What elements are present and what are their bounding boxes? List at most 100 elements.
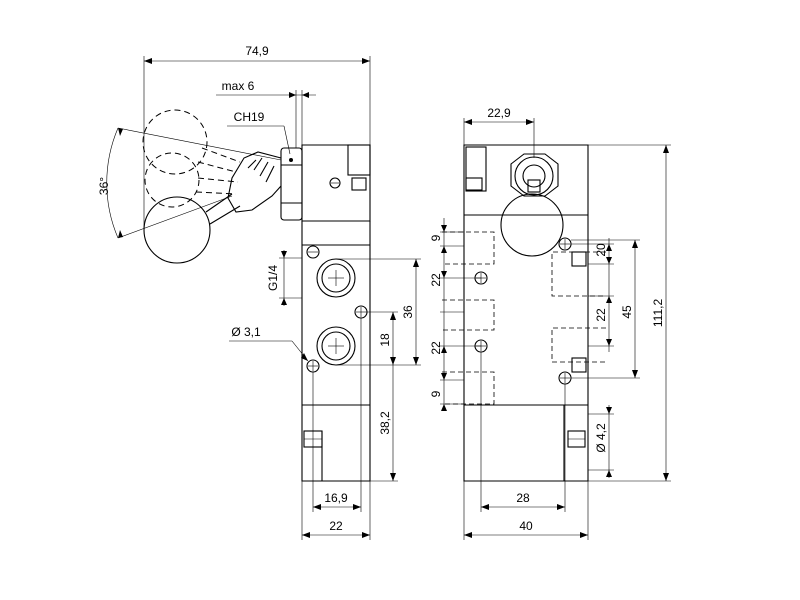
side-phantom-knob-upper (142, 109, 208, 175)
front-mount-arrow-bottom (606, 470, 612, 477)
side-max-stroke-arrow-right (302, 92, 309, 98)
side-hole-spacing-label: 16,9 (324, 491, 348, 505)
side-offset-arrow-lower (390, 357, 396, 365)
side-angle-arrow-lower (118, 230, 123, 238)
front-height-arrow-bottom (663, 473, 669, 481)
side-overall-width-label: 74,9 (245, 44, 269, 58)
front-right-upper-label: 20 (594, 243, 608, 257)
side-hole-leader-arrow (301, 353, 308, 361)
front-hex-nut (510, 153, 559, 197)
side-body-width-arrow-right (362, 532, 370, 538)
side-body (301, 221, 371, 482)
front-left-arrow-1 (441, 225, 447, 232)
side-angle-arc (106, 127, 119, 239)
front-height-label: 111,2 (651, 299, 665, 328)
front-passage-right-2 (551, 327, 606, 363)
side-mount-hole-top (306, 245, 320, 259)
side-body-width-label: 22 (329, 519, 343, 533)
side-hole-label: Ø 3,1 (231, 325, 261, 339)
side-hole-spacing-arrow-left (313, 504, 321, 510)
side-max-stroke-label: max 6 (222, 79, 255, 93)
front-view: 22,9 9 22 22 9 20 22 (429, 106, 671, 540)
front-bottom-gap-label: 9 (429, 390, 443, 397)
side-lever-body (227, 151, 282, 213)
side-angle-label: 36° (97, 177, 111, 195)
front-passage-right-1 (551, 251, 606, 297)
front-width-label: 40 (519, 519, 533, 533)
side-offset-label: 18 (378, 333, 392, 347)
side-lever-phantom (142, 109, 241, 208)
front-top-slot-window (465, 177, 483, 191)
side-lever-knob (143, 196, 211, 264)
front-top-slot (465, 146, 487, 192)
front-gap-lower-label: 22 (429, 341, 443, 355)
side-nut-label: CH19 (234, 110, 265, 124)
side-max-stroke-arrow-left (289, 92, 296, 98)
side-overall-width-arrow-left (144, 58, 152, 64)
front-lever-pin (527, 179, 541, 193)
front-passage-left-1 (442, 231, 495, 265)
front-lever-offset-label: 22,9 (487, 106, 511, 120)
front-right-arrow-4 (606, 339, 612, 346)
front-right-arrow-2 (606, 257, 612, 264)
front-right-arrow-3 (606, 296, 612, 303)
front-nut-ring-inner (522, 164, 546, 188)
side-pitch-arrow-lower (413, 357, 419, 365)
front-hidden-passages (442, 231, 606, 405)
side-view: 36° 74,9 max 6 CH19 G1/4 Ø 3,1 (97, 44, 421, 540)
side-head-slot (347, 144, 371, 176)
front-lever-offset-arrow-left (464, 119, 472, 125)
side-port-lower-inner (321, 331, 351, 361)
side-thread-arrow-upper (281, 251, 287, 258)
front-mount-label: Ø 4,2 (594, 423, 608, 453)
side-lever-stem (205, 193, 241, 225)
side-nut-leader-drop (283, 125, 291, 155)
side-phantom-stem-middle (195, 177, 239, 195)
side-angle-ext-lower (117, 195, 233, 239)
front-left-arrow-3 (441, 271, 447, 278)
front-gap-upper-label: 22 (429, 273, 443, 287)
side-offset-arrow-upper (390, 312, 396, 320)
side-overall-width-arrow-right (362, 58, 370, 64)
front-left-arrow-4 (441, 346, 447, 353)
side-angle-arrow-upper (118, 128, 123, 136)
front-width-arrow-left (464, 532, 472, 538)
side-thread-arrow-lower (281, 298, 287, 305)
side-hole-spacing-arrow-right (353, 504, 361, 510)
front-height-arrow-top (663, 145, 669, 153)
front-passage-right-block-1 (571, 251, 587, 267)
side-body-width-arrow-left (302, 532, 310, 538)
side-nut (280, 147, 303, 221)
side-nut-center (289, 158, 293, 162)
front-left-arrow-5 (441, 373, 447, 380)
front-left-arrow-6 (441, 404, 447, 411)
front-right-arrow-1 (606, 244, 612, 251)
side-pitch-arrow-upper (413, 259, 419, 267)
front-span-arrow-top (632, 240, 638, 248)
front-passage-left-2 (442, 299, 495, 331)
front-span-label: 45 (620, 305, 634, 319)
side-head-slot-window (351, 177, 367, 191)
front-passage-right-block-2 (571, 357, 587, 373)
front-top-gap-label: 9 (429, 234, 443, 241)
side-port-upper-inner (321, 263, 351, 293)
side-pitch-label: 36 (401, 305, 415, 319)
side-phantom-knob-middle (144, 152, 200, 208)
front-mount-arrow-top (606, 407, 612, 414)
front-passage-left-3 (442, 371, 495, 405)
side-angle-ext-upper (117, 127, 282, 161)
side-lever-thread (247, 157, 275, 183)
front-hole-spacing-label: 28 (516, 491, 530, 505)
front-span-arrow-bottom (632, 370, 638, 378)
front-right-middle-label: 22 (594, 308, 608, 322)
side-body-height-arrow-lower (390, 473, 396, 481)
front-left-arrow-2 (441, 246, 447, 253)
side-phantom-stem-upper (197, 147, 241, 173)
front-hole-spacing-arrow-right (557, 504, 565, 510)
side-body-height-label: 38,2 (378, 411, 392, 435)
front-lever-knob (500, 193, 564, 257)
front-width-arrow-right (580, 532, 588, 538)
side-head-screw (329, 177, 341, 189)
side-lever (143, 151, 282, 264)
